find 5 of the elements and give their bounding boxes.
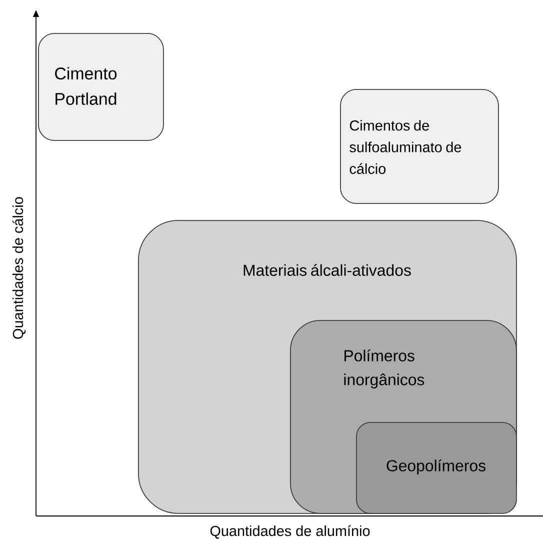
axis-label: Quantidades de cálcio	[12, 197, 26, 339]
category-box: Cimento Portland	[38, 33, 164, 141]
region-box: Geopolímeros	[356, 422, 517, 514]
category-box: Cimentos de sulfoaluminato de cálcio	[340, 89, 499, 204]
axis-label: Quantidades de alumínio	[210, 525, 370, 539]
